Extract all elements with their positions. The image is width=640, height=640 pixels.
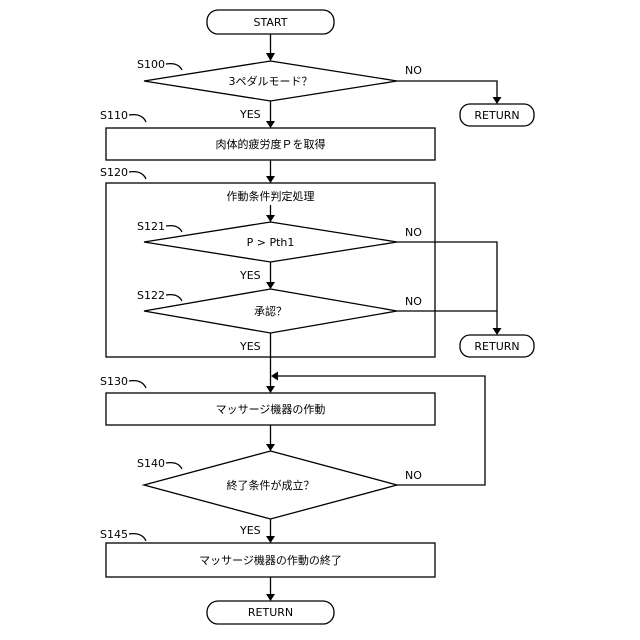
arrow-head bbox=[266, 386, 275, 393]
arrow-head bbox=[493, 328, 502, 335]
arrow-head bbox=[493, 97, 502, 104]
s122-no-label: NO bbox=[405, 295, 422, 308]
arrow-head bbox=[266, 594, 275, 601]
s122-step-label: S122 bbox=[137, 289, 165, 302]
s121-step-label: S121 bbox=[137, 220, 165, 233]
arrow-head bbox=[266, 176, 275, 183]
step-leader bbox=[129, 115, 146, 122]
step-leader bbox=[129, 534, 146, 541]
arrow-head bbox=[266, 536, 275, 543]
s140-yes-label: YES bbox=[239, 524, 261, 537]
s140-no-label: NO bbox=[405, 469, 422, 482]
s100-decision-label: 3ペダルモード？ bbox=[229, 74, 313, 88]
s100-no-label: NO bbox=[405, 64, 422, 77]
s145-process-label: マッサージ機器の作動の終了 bbox=[199, 553, 342, 567]
start-label: START bbox=[254, 16, 288, 29]
s130-step-label: S130 bbox=[100, 375, 128, 388]
s145-step-label: S145 bbox=[100, 528, 128, 541]
step-leader bbox=[129, 172, 146, 179]
s122-yes-label: YES bbox=[239, 340, 261, 353]
arrow-head bbox=[266, 121, 275, 128]
arrow-head bbox=[266, 444, 275, 451]
s100-step-label: S100 bbox=[137, 58, 165, 71]
s140-step-label: S140 bbox=[137, 457, 165, 470]
s120-step-label: S120 bbox=[100, 166, 128, 179]
s121-no-label: NO bbox=[405, 226, 422, 239]
return-label-3: RETURN bbox=[248, 606, 293, 619]
step-leader bbox=[166, 64, 182, 70]
connector bbox=[397, 81, 497, 98]
arrow-head bbox=[271, 372, 278, 381]
s110-process-label: 肉体的疲労度Ｐを取得 bbox=[216, 137, 326, 151]
s120-group-label: 作動条件判定処理 bbox=[227, 189, 315, 203]
s110-step-label: S110 bbox=[100, 109, 128, 122]
return-label-2: RETURN bbox=[474, 340, 519, 353]
s100-yes-label: YES bbox=[239, 108, 261, 121]
s121-yes-label: YES bbox=[239, 269, 261, 282]
arrow-head bbox=[266, 53, 275, 61]
s122-decision-label: 承認？ bbox=[254, 304, 287, 318]
return-label-1: RETURN bbox=[474, 109, 519, 122]
step-leader bbox=[129, 381, 146, 388]
s121-decision-label: P > Pth1 bbox=[247, 236, 295, 249]
s140-decision-label: 終了条件が成立？ bbox=[227, 478, 315, 492]
s130-process-label: マッサージ機器の作動 bbox=[216, 402, 326, 416]
step-leader bbox=[166, 463, 182, 469]
